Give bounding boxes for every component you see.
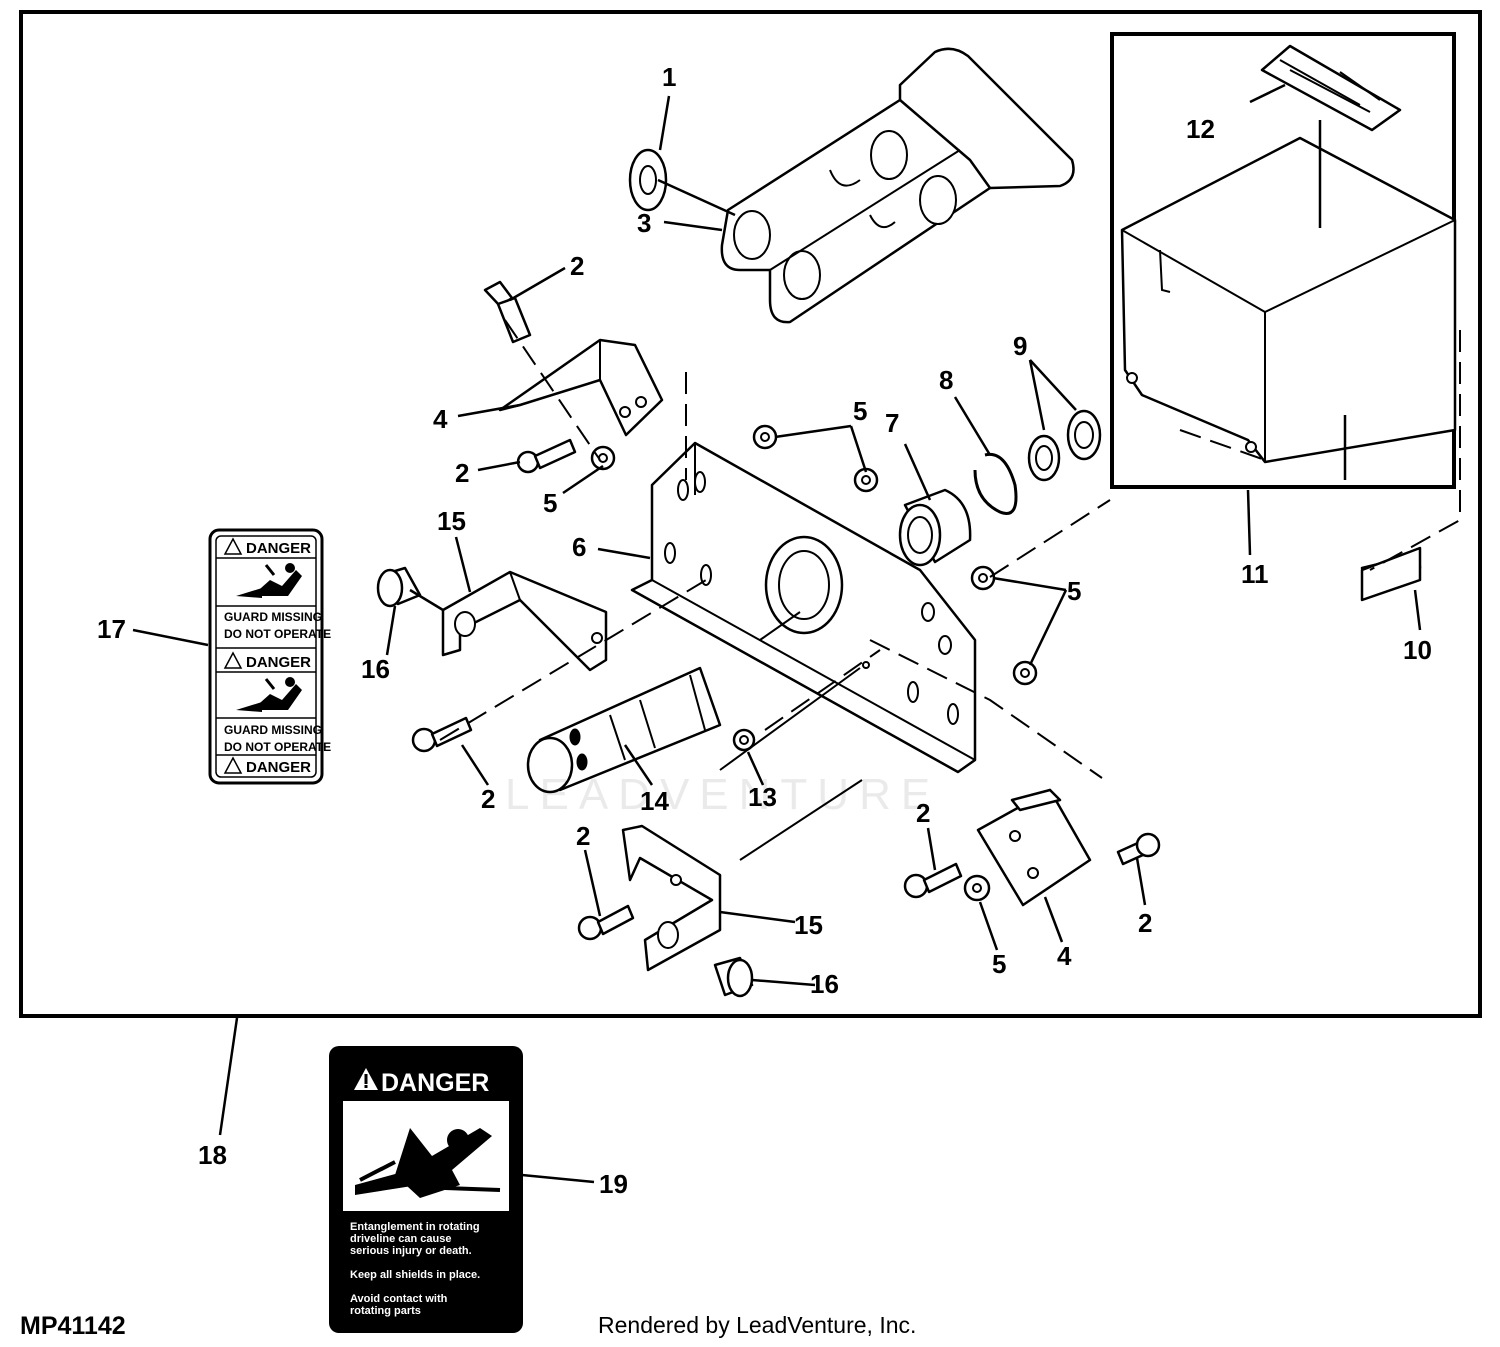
assembly-line-8 [1179,429,1266,461]
diagram-id: MP41142 [20,1312,126,1340]
warning-triangle-icon [354,1068,378,1090]
callout-2-mid: 2 [455,458,469,488]
warning-triangle-icon [223,651,243,669]
assembly-line-1 [504,319,601,461]
callout-5-right: 5 [1067,576,1081,606]
angle-bracket-upper-part [498,338,664,437]
decal-small-danger-1: DANGER [246,540,311,557]
decal-small-operate-2: DO NOT OPERATE [224,740,331,754]
callout-15-lower: 15 [794,910,823,940]
bolt-lower-right-b [1116,832,1161,866]
callout-4-lower: 4 [1057,941,1072,971]
callout-2-lower-right-a: 2 [916,798,930,828]
main-frame [19,10,1482,1018]
decal-large-text-4: Keep all shields in place. [350,1269,480,1281]
bushing-part-16-upper [376,566,422,608]
assembly-line-6 [764,649,881,731]
decal-small-danger-2: DANGER [246,654,311,671]
danger-decal-small: DANGER GUARD MISSING DO NOT OPERATE DANG… [208,528,331,785]
decal-large-text-2: driveline can cause [350,1233,452,1245]
callout-7: 7 [885,408,899,438]
callout-2-top: 2 [570,251,584,281]
bushing-part-16-lower [713,956,754,998]
nut-a [590,445,616,471]
warning-triangle-icon [223,756,243,774]
bracket-part-15-upper [441,570,608,672]
callout-10: 10 [1403,635,1432,665]
callout-6: 6 [572,532,586,562]
callout-2-lower-right-b: 2 [1138,908,1152,938]
callout-2-lower-left: 2 [481,784,495,814]
angle-bracket-lower-part [976,788,1092,907]
callout-14: 14 [640,786,669,816]
decal-small-operate-1: DO NOT OPERATE [224,627,331,641]
entanglement-figure-icon [355,1128,501,1198]
decal-large-text-5: Avoid contact with [350,1293,448,1305]
nut-e [1012,660,1038,686]
bolt-mid-left [516,438,577,474]
callout-17: 17 [97,614,126,644]
washer-part-1 [628,148,668,212]
nut-c [853,467,879,493]
entanglement-figure-icon [236,677,302,712]
callout-18: 18 [198,1140,227,1170]
warning-triangle-icon [223,537,243,555]
callout-1: 1 [662,62,676,92]
assembly-line-3 [439,579,707,741]
callout-16-lower: 16 [810,969,839,999]
nut-b [752,424,778,450]
callout-13: 13 [748,782,777,812]
render-credit: Rendered by LeadVenture, Inc. [598,1312,917,1338]
spacer-part-10 [1360,546,1422,602]
decal-large-text-1: Entanglement in rotating [350,1221,480,1233]
snap-ring-part [973,452,1018,515]
coupler-bracket-part [720,47,1075,324]
bolt-lower-right-a [903,862,963,899]
callout-9: 9 [1013,331,1027,361]
watermark: LEADVENTURE [505,770,941,819]
assembly-line-4 [989,499,1111,578]
danger-decal-large: DANGER Entanglement in rotating drivelin… [329,1046,523,1333]
callout-15-upper: 15 [437,506,466,536]
decal-small-guard-1: GUARD MISSING [224,610,322,624]
bolt-lower-mid [577,904,635,941]
lock-nuts-part [1027,409,1102,482]
nut-part-13 [732,728,756,752]
shield-part [1120,136,1457,464]
assembly-line-5 [869,639,1103,779]
assembly-line-7 [1369,330,1461,571]
label-part-12 [1260,44,1402,132]
nut-f [963,874,991,902]
decal-small-guard-2: GUARD MISSING [224,723,322,737]
callout-19: 19 [599,1169,628,1199]
nut-d [970,565,996,591]
callout-3: 3 [637,208,651,238]
main-plate-part [630,441,977,774]
callout-16-upper: 16 [361,654,390,684]
callout-5-lower: 5 [992,949,1006,979]
bolt-top [483,280,532,344]
callout-4-upper: 4 [433,404,448,434]
decal-large-text-3: serious injury or death. [350,1245,472,1257]
decal-small-danger-3: DANGER [246,759,311,776]
callout-2-lower-mid: 2 [576,821,590,851]
shaft-part [526,666,722,794]
bracket-part-15-lower [621,824,722,972]
decal-large-header: DANGER [381,1069,489,1097]
callout-5-upper: 5 [853,396,867,426]
leader-lines [132,83,1422,1184]
callout-11: 11 [1241,559,1269,589]
callout-5-mid: 5 [543,488,557,518]
entanglement-figure-icon [236,563,302,598]
bearing-part [898,488,972,567]
callout-8: 8 [939,365,953,395]
callout-12: 12 [1186,114,1215,144]
decal-large-text-6: rotating parts [350,1305,421,1317]
